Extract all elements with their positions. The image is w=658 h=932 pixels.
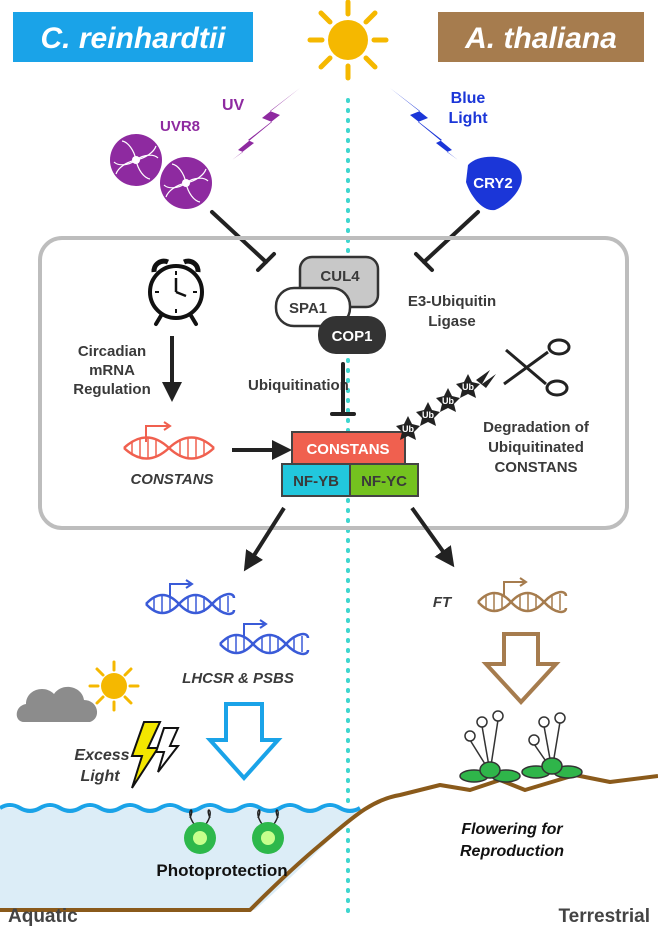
plant-icon-1	[459, 710, 521, 783]
left-targets-label: LHCSR & PSBS	[182, 670, 294, 687]
uvr8-icon	[110, 134, 212, 209]
svg-text:Ub: Ub	[402, 424, 414, 434]
circadian-label-2: mRNA	[89, 362, 135, 379]
ubiquitination-label: Ubiquitination	[248, 377, 349, 394]
uv-label: UV	[222, 97, 245, 114]
uv-bolt-icon	[232, 88, 300, 160]
right-header: A. thaliana	[464, 22, 617, 55]
alarm-clock-icon	[148, 258, 204, 326]
svg-text:Ub: Ub	[422, 410, 434, 420]
right-header-box	[438, 12, 644, 62]
algae-icon-2	[252, 809, 284, 854]
blue-light-label-2: Light	[448, 110, 488, 127]
nfyb-box	[281, 463, 351, 497]
spa1-shape	[274, 286, 352, 328]
ft-gene-dna-icon	[477, 577, 568, 614]
target-gene-dna-icon-2	[219, 619, 310, 656]
svg-text:Ub: Ub	[462, 382, 474, 392]
nfyb-label: NF-YB	[293, 473, 339, 490]
nfyc-label: NF-YC	[361, 473, 407, 490]
plant-icon-2	[521, 712, 583, 779]
ligase-label-2: Ligase	[428, 313, 476, 330]
cul4-label: CUL4	[320, 268, 360, 285]
nucleus-box	[38, 236, 629, 530]
flowering-label-2: Reproduction	[460, 843, 564, 860]
constans-gene-dna-icon	[123, 421, 215, 460]
degradation-label-3: CONSTANS	[494, 459, 577, 476]
degradation-label-1: Degradation of	[483, 419, 590, 436]
circadian-label-3: Regulation	[73, 381, 151, 398]
excess-label-1: Excess	[74, 747, 129, 764]
water-surface	[0, 803, 362, 813]
constans-gene-label: CONSTANS	[130, 471, 213, 488]
spa1-label: SPA1	[289, 300, 327, 317]
left-header-box	[13, 12, 253, 62]
blue-light-label-1: Blue	[451, 90, 486, 107]
circadian-label-1: Circadian	[78, 343, 146, 360]
terrestrial-label: Terrestrial	[558, 906, 650, 927]
arrow-to-ft	[410, 506, 455, 568]
cry2-icon	[466, 156, 522, 211]
excess-label-2: Light	[80, 768, 120, 785]
target-gene-dna-icon-1	[145, 579, 236, 616]
flowering-label-1: Flowering for	[461, 821, 563, 838]
cry2-label: CRY2	[473, 175, 512, 192]
inhibition-uvr8	[210, 210, 276, 272]
inhibition-ubiquitination	[330, 362, 356, 416]
excess-light-bolt-icon	[130, 721, 162, 789]
svg-text:Ub: Ub	[442, 396, 454, 406]
blue-light-bolt-icon	[390, 88, 458, 160]
ubiquitin-chain: Ub Ub Ub Ub	[396, 370, 496, 440]
aquatic-label: Aquatic	[8, 906, 78, 927]
excess-light-bolt-icon-2	[154, 727, 181, 773]
left-outcome-arrow	[205, 702, 283, 781]
photoprotection-label: Photoprotection	[156, 861, 287, 880]
constans-protein-label: CONSTANS	[306, 441, 389, 458]
cloud-icon	[16, 686, 98, 722]
nfyc-box	[349, 463, 419, 497]
sun-icon	[307, 0, 389, 81]
uvr8-label: UVR8	[160, 118, 200, 135]
ligase-label-1: E3-Ubiquitin	[408, 293, 496, 310]
constans-protein-complex: CONSTANS NF-YB NF-YC	[281, 431, 419, 497]
cop1-label: COP1	[332, 328, 373, 345]
algae-icon-1	[184, 809, 216, 854]
cop1-shape	[318, 316, 386, 354]
left-header: C. reinhardtii	[40, 22, 226, 55]
scissors-icon	[503, 338, 571, 397]
inhibition-cry2	[414, 210, 480, 272]
ground-line	[0, 773, 658, 912]
small-sun-icon	[88, 660, 140, 712]
degradation-label-2: Ubiquitinated	[488, 439, 584, 456]
arrow-to-left-targets	[243, 506, 286, 572]
ft-label: FT	[433, 594, 453, 611]
e3-ligase-complex: CUL4 SPA1 COP1	[274, 255, 386, 354]
right-outcome-arrow	[481, 632, 561, 705]
